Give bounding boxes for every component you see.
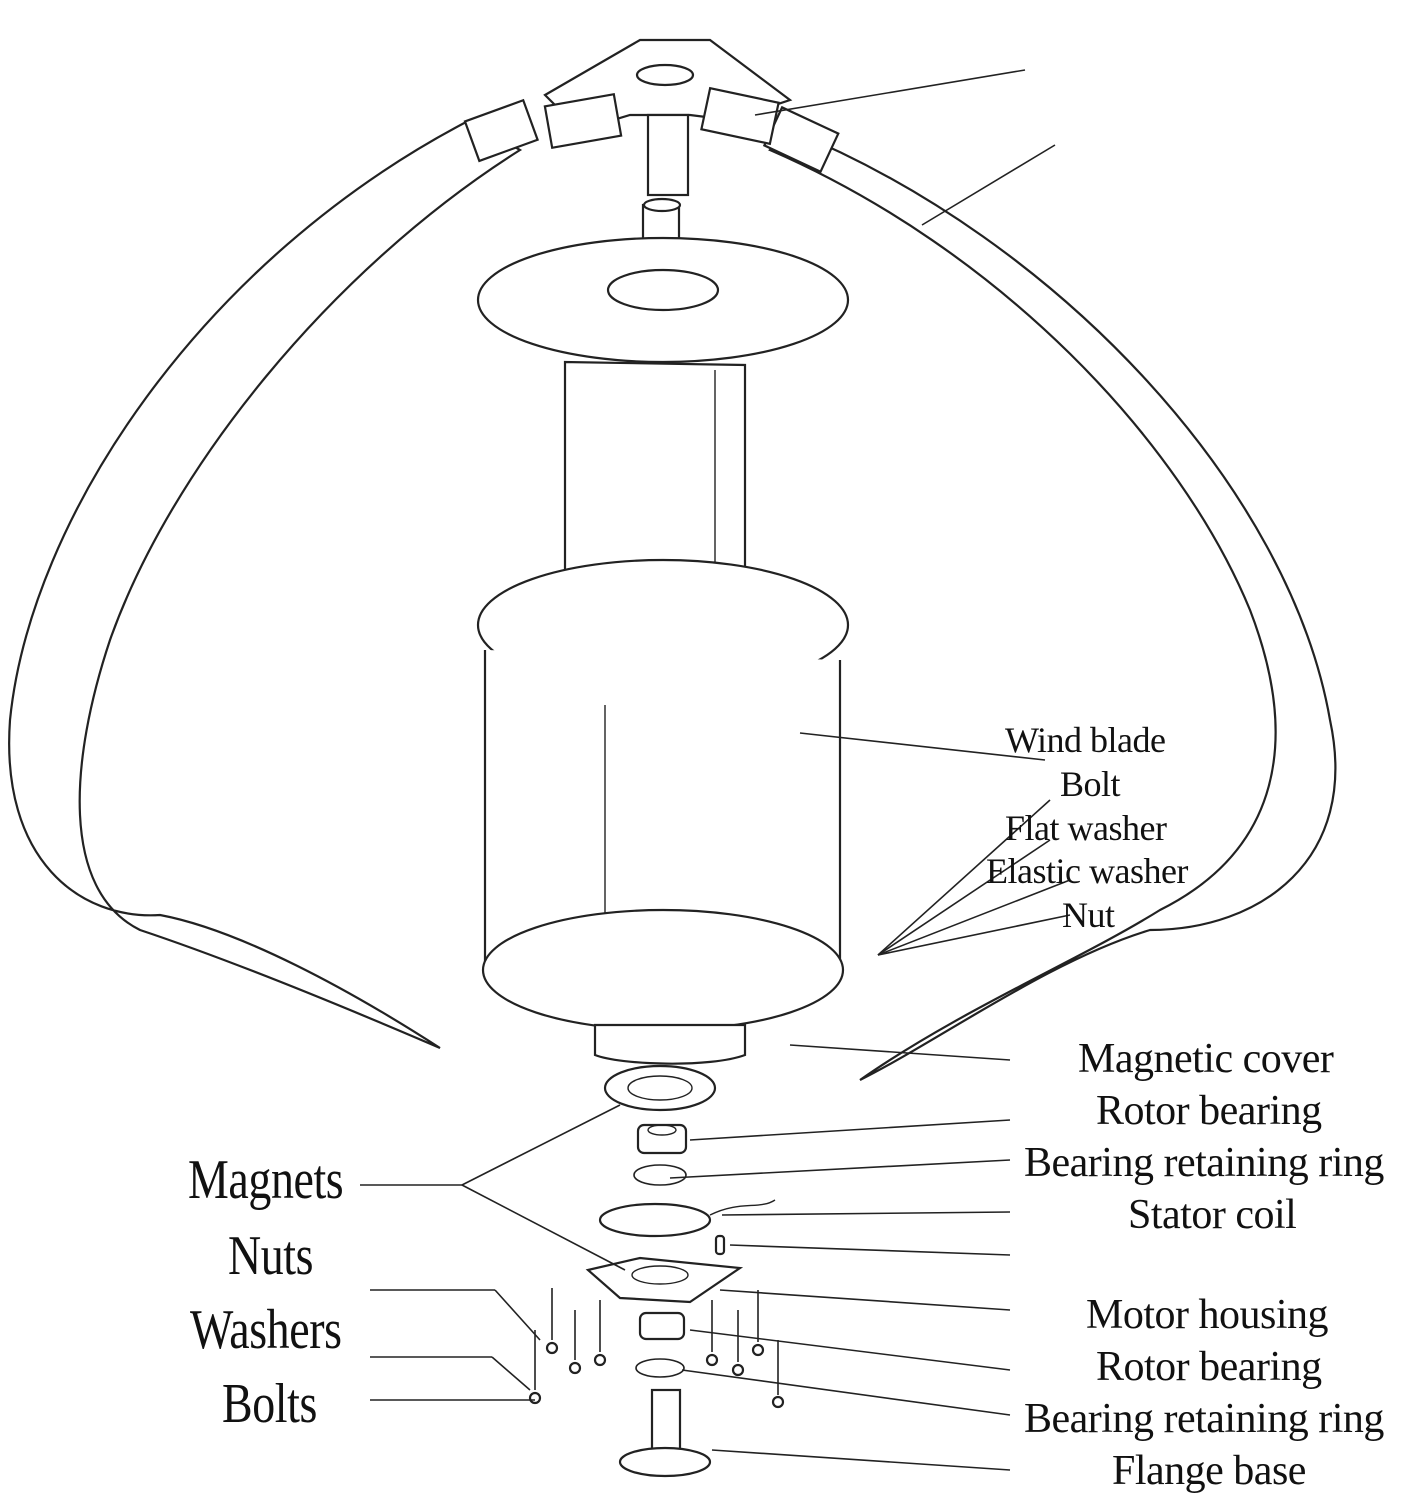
flange-base-part: [618, 1388, 712, 1478]
magnet-ring: [603, 1064, 717, 1112]
rotor-bearing-lower: [638, 1311, 686, 1341]
label-rotor-bearing-upper: Rotor bearing: [1096, 1088, 1322, 1134]
retaining-ring-upper: [633, 1164, 687, 1186]
bolts-group: [528, 1288, 785, 1409]
label-washers: Washers: [190, 1299, 342, 1361]
label-magnetic-cover: Magnetic cover: [1078, 1036, 1334, 1082]
label-flange-base: Flange base: [1112, 1448, 1306, 1494]
leader-lines: [360, 69, 1071, 1471]
label-rotor-bearing-lower: Rotor bearing: [1096, 1344, 1322, 1390]
lower-cylinder: [481, 650, 845, 1032]
rotor-bearing-upper: [636, 1123, 688, 1155]
top-hub: [543, 38, 793, 197]
label-bearing-retaining-ring-upper: Bearing retaining ring: [1024, 1140, 1384, 1186]
label-nuts: Nuts: [228, 1225, 314, 1287]
label-bearing-retaining-ring-lower: Bearing retaining ring: [1024, 1396, 1384, 1442]
label-bolts: Bolts: [222, 1373, 317, 1435]
label-nut: Nut: [1062, 895, 1115, 935]
magnetic-cover: [593, 1023, 747, 1065]
retaining-ring-lower: [635, 1358, 685, 1378]
label-bolt: Bolt: [1060, 764, 1121, 804]
label-motor-housing: Motor housing: [1086, 1292, 1329, 1338]
blade-left: [8, 98, 540, 1050]
label-elastic-washer: Elastic washer: [986, 851, 1188, 891]
label-stator-coil: Stator coil: [1128, 1192, 1297, 1238]
label-magnets: Magnets: [188, 1149, 344, 1211]
label-flat-washer: Flat washer: [1005, 808, 1167, 848]
label-wind-blade: Wind blade: [1005, 720, 1166, 760]
blade-right: [762, 105, 1337, 1081]
stator-coil-disc: [598, 1199, 776, 1256]
motor-housing-plate: [585, 1256, 744, 1304]
upper-disc: [476, 197, 850, 364]
